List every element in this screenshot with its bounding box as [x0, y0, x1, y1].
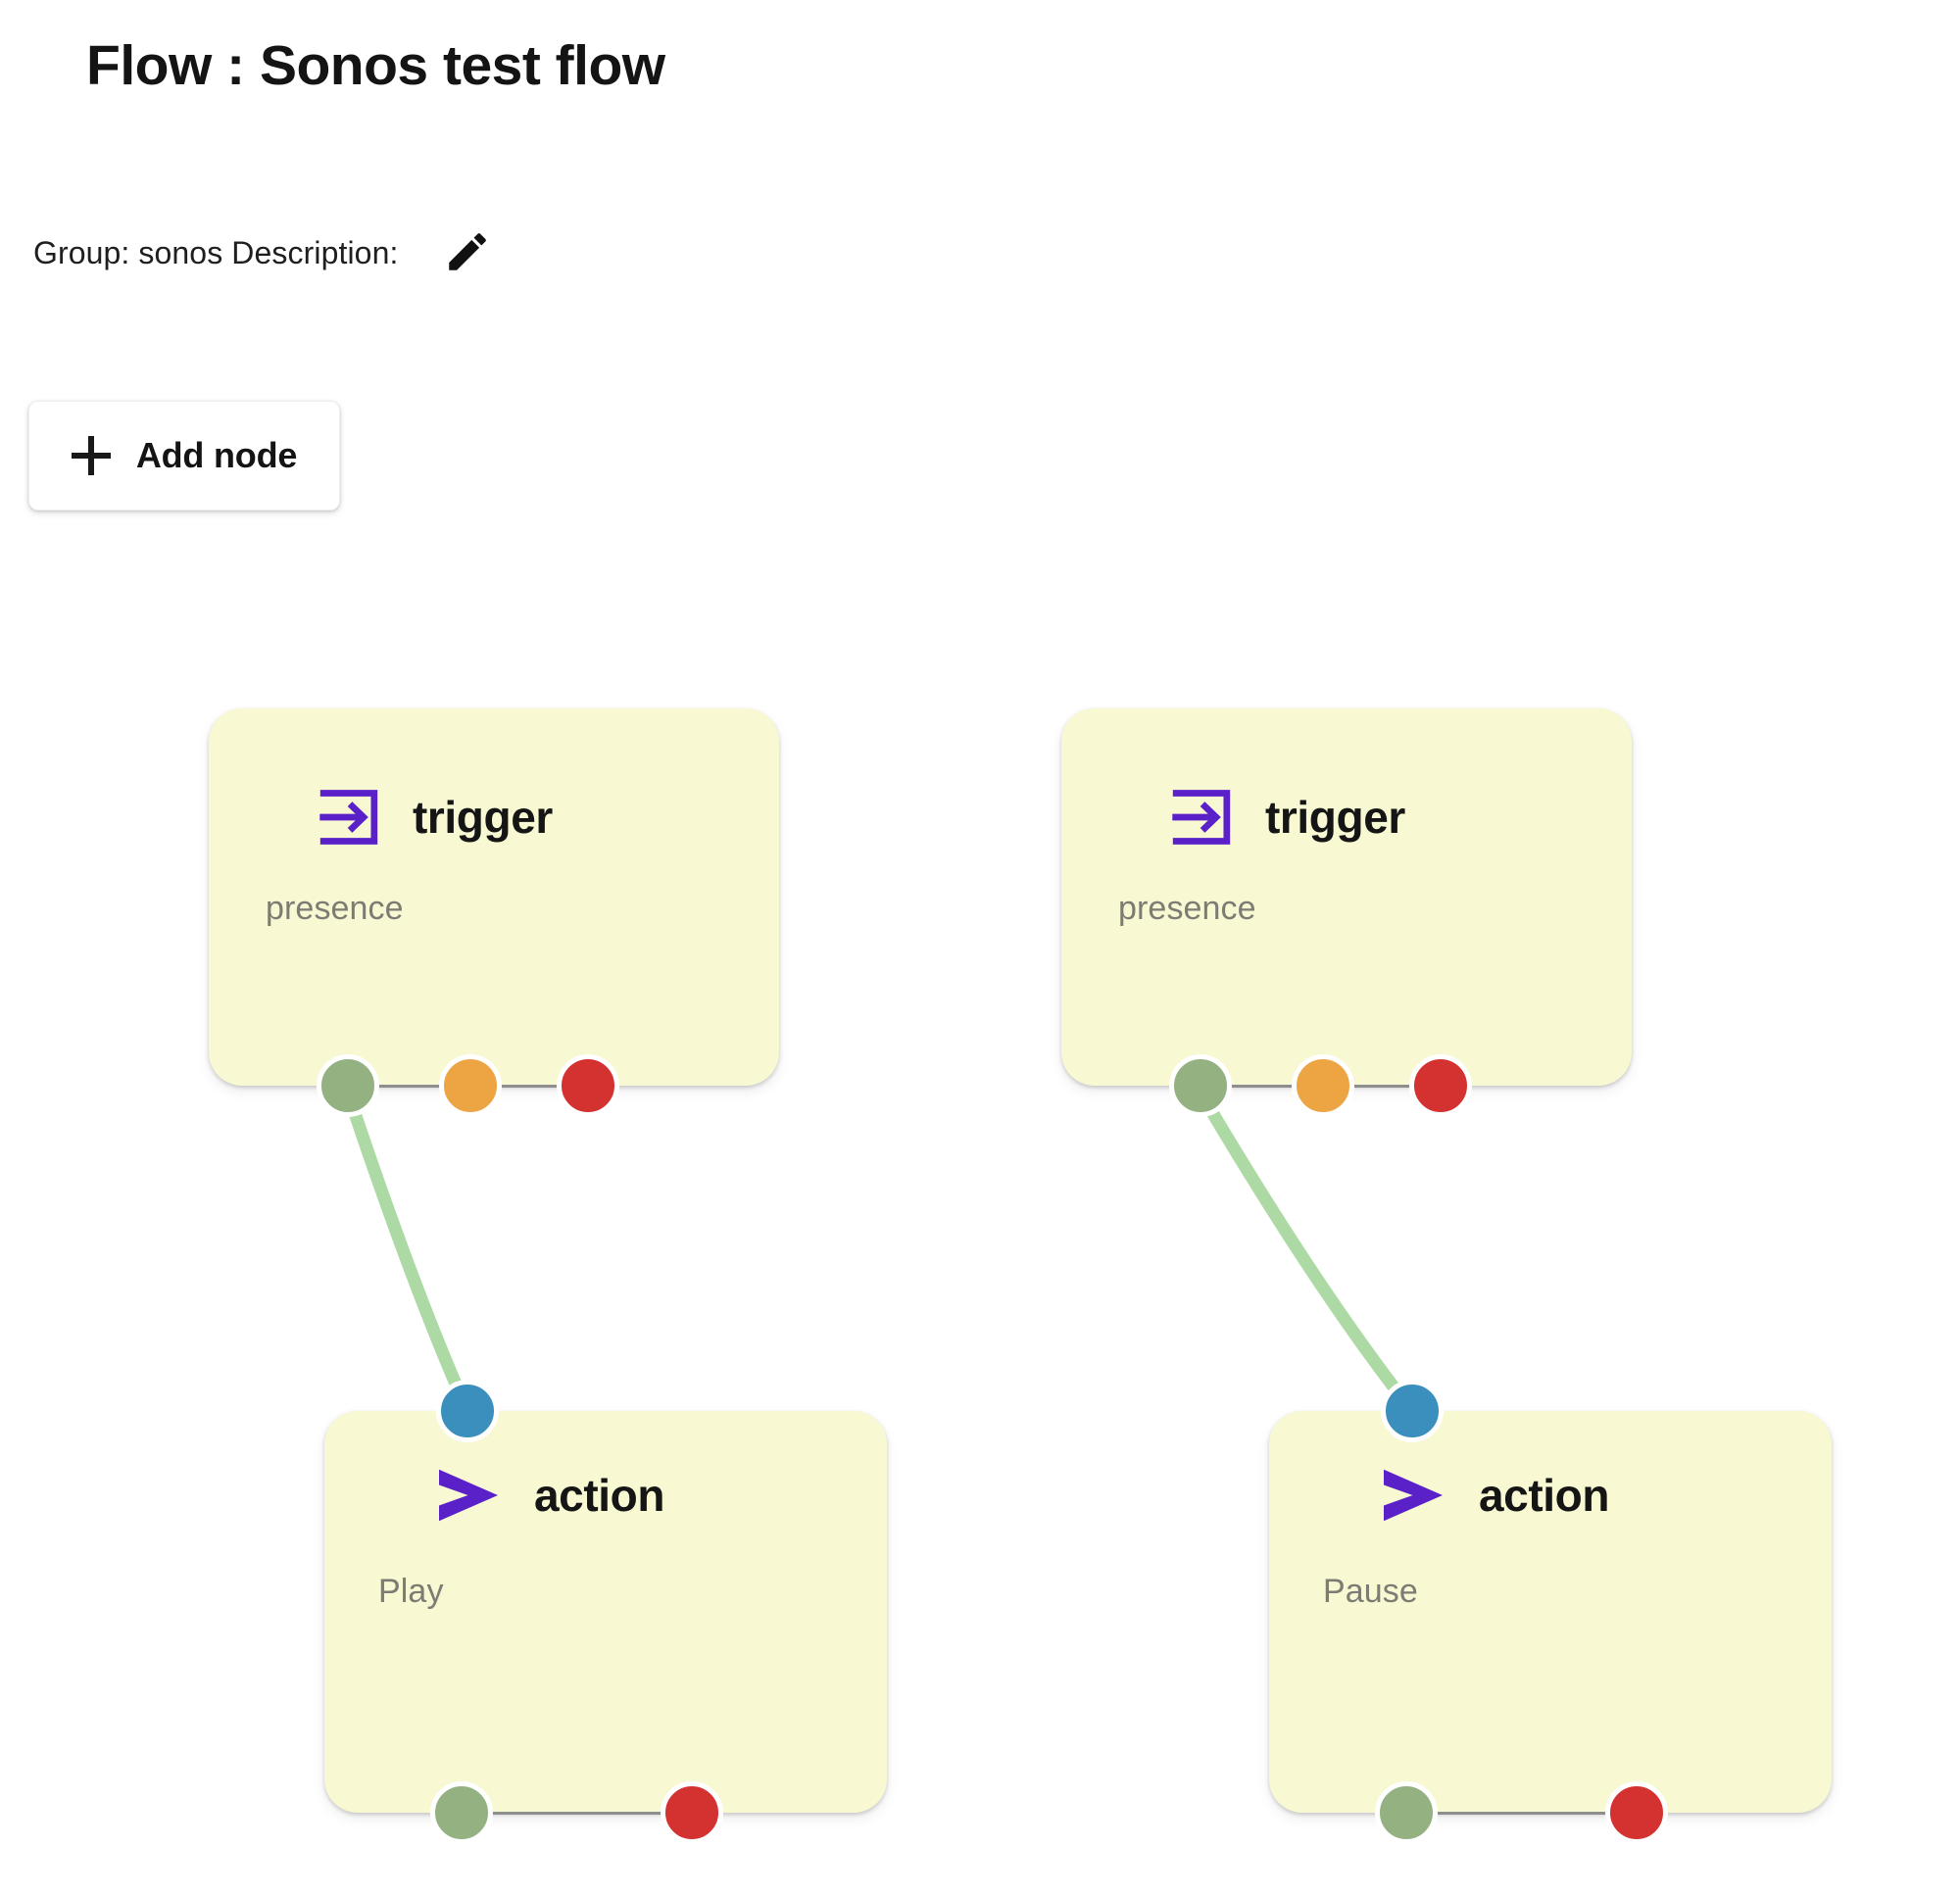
node-title: trigger [413, 792, 553, 843]
add-node-label: Add node [135, 435, 298, 475]
node-subtitle: Pause [1323, 1573, 1418, 1610]
port-error[interactable] [557, 1054, 619, 1117]
node-title: trigger [1265, 792, 1405, 843]
port-success[interactable] [430, 1781, 493, 1844]
node-title: action [1479, 1470, 1610, 1521]
port-input[interactable] [436, 1380, 499, 1442]
node-subtitle: Play [378, 1573, 444, 1610]
flow-meta-row: Group: sonos Description: [33, 226, 494, 279]
node-header: action [1377, 1466, 1609, 1525]
port-success[interactable] [1169, 1054, 1232, 1117]
play-chevron-icon [1377, 1466, 1449, 1525]
edge-trigger1-action1[interactable] [341, 1086, 474, 1418]
plus-icon [71, 436, 111, 475]
node-subtitle: presence [266, 890, 404, 927]
port-rail [462, 1812, 692, 1815]
port-error[interactable] [1605, 1781, 1668, 1844]
node-header: action [432, 1466, 664, 1525]
port-success[interactable] [1375, 1781, 1438, 1844]
pencil-icon [443, 227, 492, 279]
node-header: trigger [1167, 787, 1405, 848]
port-success[interactable] [317, 1054, 379, 1117]
port-warning[interactable] [1292, 1054, 1354, 1117]
port-warning[interactable] [439, 1054, 502, 1117]
edit-description-button[interactable] [441, 226, 494, 279]
port-input[interactable] [1381, 1380, 1444, 1442]
node-title: action [534, 1470, 665, 1521]
port-rail [1406, 1812, 1637, 1815]
port-error[interactable] [661, 1781, 723, 1844]
add-node-button[interactable]: Add node [28, 401, 340, 510]
node-card-trigger[interactable]: trigger presence [209, 708, 779, 1086]
edge-trigger2-action2[interactable] [1194, 1086, 1419, 1418]
page-title: Flow : Sonos test flow [86, 34, 665, 97]
node-header: trigger [315, 787, 553, 848]
flow-meta-text: Group: sonos Description: [33, 234, 399, 270]
port-error[interactable] [1409, 1054, 1472, 1117]
node-card-trigger[interactable]: trigger presence [1061, 708, 1632, 1086]
login-arrow-icon [315, 787, 383, 848]
login-arrow-icon [1167, 787, 1236, 848]
play-chevron-icon [432, 1466, 505, 1525]
node-subtitle: presence [1118, 890, 1256, 927]
